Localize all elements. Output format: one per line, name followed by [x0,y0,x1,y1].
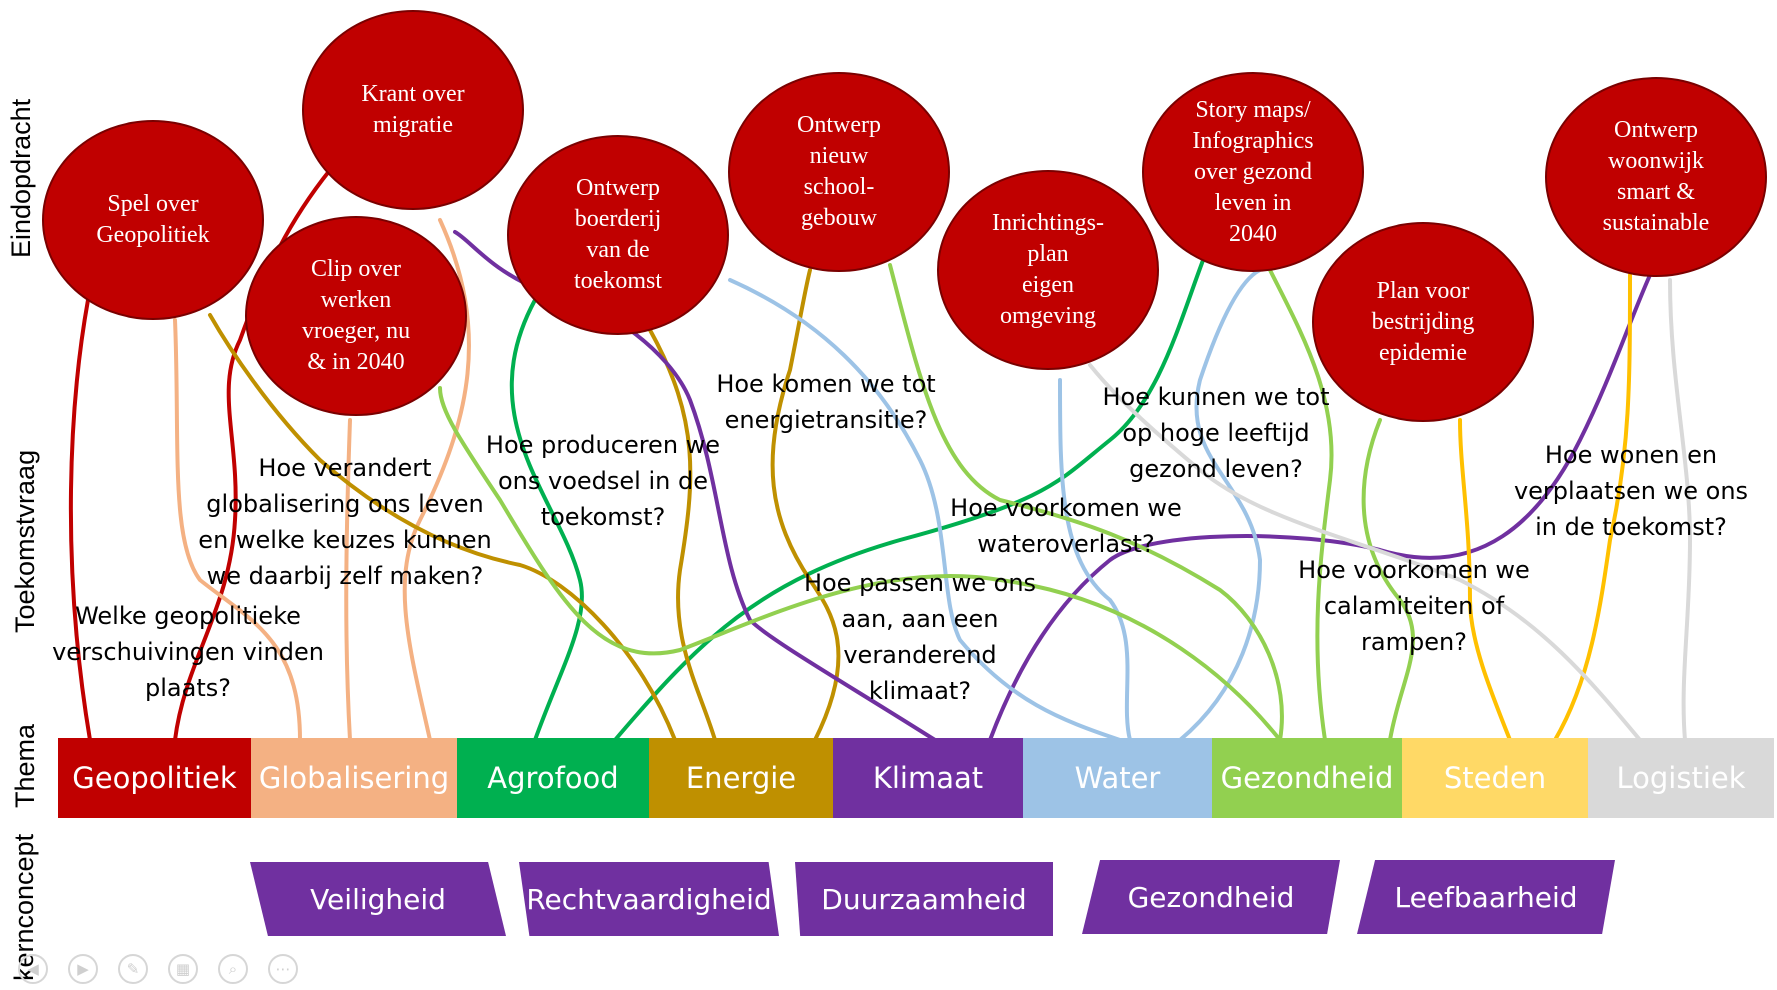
concept-veiligheid: Veiligheid [250,862,506,936]
connector-logistiek-1 [1668,278,1693,742]
assignment-plan-epidemie: Plan voor bestrijding epidemie [1312,222,1534,422]
pen-icon[interactable]: ✎ [118,954,148,984]
concept-gezondheid: Gezondheid [1082,860,1340,934]
question-agrofood: Hoe produceren we ons voedsel in de toek… [485,431,721,531]
assignment-label: Inrichtings- plan eigen omgeving [992,210,1104,329]
connector-geopolitiek-1 [68,298,92,742]
assignment-ontwerp-woonwijk: Ontwerp woonwijk smart & sustainable [1545,77,1767,277]
connector-globalisering-1 [173,318,302,742]
connector-energie-2 [648,328,717,742]
connector-water-1 [1058,378,1132,742]
concept-label: Veiligheid [310,882,446,916]
connector-gezondheid-2 [1268,268,1334,742]
theme-agrofood: Agrofood [457,738,649,818]
connector-globalisering-2 [344,418,352,742]
question-steden: Hoe voorkomen we calamiteiten of rampen? [1298,556,1530,656]
question-water: Hoe voorkomen we wateroverlast? [950,494,1182,558]
theme-geopolitiek: Geopolitiek [58,738,251,818]
assignment-ontwerp-boerderij: Ontwerp boerderij van de toekomst [507,135,729,335]
assignment-ontwerp-schoolgebouw: Ontwerp nieuw school- gebouw [728,72,950,272]
concept-label: Duurzaamheid [821,882,1027,916]
question-globalisering: Hoe verandert globalisering ons leven en… [198,454,492,590]
connector-energie-1 [208,313,677,742]
question-energie: Hoe komen we tot energietransitie? [716,370,936,434]
assignment-inrichtingsplan: Inrichtings- plan eigen omgeving [937,170,1159,370]
theme-logistiek: Logistiek [1588,738,1774,818]
connector-steden-2 [1553,273,1632,742]
connector-gezondheid-1 [888,263,1284,742]
connector-agrofood-1 [509,298,584,742]
assignment-label: Clip over werken vroeger, nu & in 2040 [301,256,411,375]
assignment-story-maps: Story maps/ Infographics over gezond lev… [1142,72,1364,272]
back-icon[interactable]: ◀ [18,954,48,984]
connector-energie-3 [770,268,841,742]
theme-water: Water [1023,738,1212,818]
assignment-label: Plan voor bestrijding epidemie [1371,277,1475,366]
play-icon[interactable]: ▶ [68,954,98,984]
connector-logistiek-2 [1088,363,1642,742]
concept-leefbaarheid: Leefbaarheid [1357,860,1615,934]
assignment-label: Story maps/ Infographics over gezond lev… [1192,96,1314,247]
connector-water-3 [728,278,1122,742]
theme-globalisering: Globalisering [251,738,457,818]
row-label-toekomstvraag: Toekomstvraag [10,449,40,633]
question-logistiek: Hoe wonen en verplaatsen we ons in de to… [1513,441,1749,541]
theme-gezondheid: Gezondheid [1212,738,1402,818]
theme-steden: Steden [1402,738,1588,818]
row-label-thema: Thema [10,723,40,808]
theme-energie: Energie [649,738,833,818]
connector-steden-1 [1458,418,1512,742]
assignment-label: Ontwerp boerderij van de toekomst [574,175,662,294]
assignment-label: Krant over migratie [361,81,465,138]
zoom-icon[interactable]: ⌕ [218,954,248,984]
question-klimaat: Hoe passen we ons aan, aan een verandere… [803,569,1037,705]
connector-gezondheid-3 [1361,418,1415,742]
question-geopolitiek: Welke geopolitieke verschuivingen vinden… [52,602,324,702]
assignment-clip-over-werken: Clip over werken vroeger, nu & in 2040 [245,216,467,416]
assignment-spel-over-geopolitiek: Spel over Geopolitiek [42,120,264,320]
connector-gezondheid-4 [438,386,1282,742]
more-icon[interactable]: ⋯ [268,954,298,984]
row-label-eindopdracht: Eindopdracht [6,98,36,258]
assignment-label: Spel over Geopolitiek [96,191,210,248]
connector-water-2 [1178,268,1263,742]
concept-label: Gezondheid [1127,880,1295,914]
concept-duurzaamheid: Duurzaamheid [795,862,1053,936]
assignment-label: Ontwerp nieuw school- gebouw [797,112,881,231]
slides-icon[interactable]: ▦ [168,954,198,984]
concept-label: Rechtvaardigheid [526,882,772,916]
assignment-label: Ontwerp woonwijk smart & sustainable [1602,117,1710,236]
assignment-krant-over-migratie: Krant over migratie [302,10,524,210]
question-gezondheid: Hoe kunnen we tot op hoge leeftijd gezon… [1102,383,1330,483]
concept-rechtvaardigheid: Rechtvaardigheid [519,862,779,936]
theme-klimaat: Klimaat [833,738,1023,818]
concept-label: Leefbaarheid [1394,880,1578,914]
